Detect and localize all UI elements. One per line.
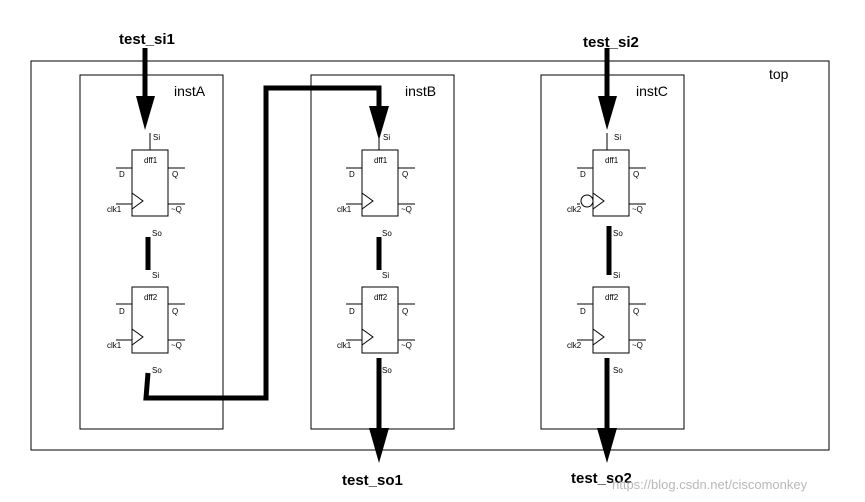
scan-chain-wires — [142, 48, 612, 430]
top-module-label: top — [769, 66, 789, 82]
clock-edge-icon — [592, 192, 605, 210]
pin-q: Q — [402, 170, 408, 179]
pin-so: So — [613, 229, 623, 238]
pin-si: Si — [152, 271, 159, 280]
pin-q: Q — [633, 170, 639, 179]
signal-label-test-so2: test_so2 — [571, 470, 632, 487]
wire-instA-to-instB — [143, 85, 382, 401]
instB-dff2: dff2 Si D Q clk1 ~Q So — [337, 271, 415, 375]
pin-so: So — [382, 366, 392, 375]
clock-edge-icon — [131, 328, 144, 346]
signal-label-test-si2: test_si2 — [583, 34, 639, 51]
pin-qn: ~Q — [632, 341, 643, 350]
clock-edge-icon — [592, 328, 605, 346]
pin-d: D — [580, 307, 586, 316]
pin-clk: clk1 — [107, 341, 122, 350]
pin-si: Si — [614, 133, 621, 142]
pin-so: So — [152, 229, 162, 238]
flip-flop-body — [361, 286, 399, 354]
clock-edge-icon — [361, 328, 374, 346]
clock-edge-icon — [361, 192, 374, 210]
pin-si: Si — [613, 271, 620, 280]
pin-si: Si — [382, 271, 389, 280]
instB-dff1: dff1 Si D Q clk1 ~Q So — [337, 133, 415, 238]
ff-name: dff1 — [605, 156, 619, 165]
pin-clk: clk1 — [337, 205, 352, 214]
top-module-box — [30, 60, 830, 451]
ff-name: dff1 — [144, 156, 158, 165]
pin-clk: clk2 — [567, 205, 582, 214]
instance-label-instB: instB — [405, 83, 436, 99]
pin-d: D — [349, 170, 355, 179]
pin-clk: clk2 — [567, 341, 582, 350]
pin-clk: clk1 — [107, 205, 122, 214]
inversion-bubble-icon — [580, 194, 594, 208]
instA-dff1: dff1 Si D Q clk1 ~Q So — [107, 133, 185, 238]
instance-label-instA: instA — [174, 83, 206, 99]
instance-box-instB — [310, 74, 455, 430]
signal-label-test-so1: test_so1 — [342, 472, 403, 489]
instance-label-instC: instC — [636, 83, 668, 99]
arrow-down-icon — [598, 96, 617, 130]
ff-name: dff2 — [144, 293, 158, 302]
arrow-down-icon — [597, 428, 617, 463]
flip-flop-body — [592, 286, 630, 354]
pin-d: D — [580, 170, 586, 179]
pin-so: So — [152, 366, 162, 375]
pin-d: D — [119, 170, 125, 179]
pin-qn: ~Q — [401, 205, 412, 214]
pin-so: So — [613, 366, 623, 375]
pin-qn: ~Q — [401, 341, 412, 350]
flip-flop-body — [131, 286, 169, 354]
instA-dff2: dff2 Si D Q clk1 ~Q So — [107, 271, 185, 375]
arrow-down-icon — [369, 428, 389, 463]
arrow-down-icon — [369, 106, 389, 140]
pin-so: So — [382, 229, 392, 238]
pin-qn: ~Q — [171, 341, 182, 350]
pin-d: D — [119, 307, 125, 316]
instC-dff1: dff1 Si D Q clk2 ~Q So — [567, 133, 646, 238]
signal-label-test-si1: test_si1 — [119, 31, 175, 48]
ff-name: dff2 — [605, 293, 619, 302]
ff-name: dff2 — [374, 293, 388, 302]
watermark-text: https://blog.csdn.net/ciscomonkey — [612, 477, 808, 492]
pin-clk: clk1 — [337, 341, 352, 350]
pin-q: Q — [633, 307, 639, 316]
instance-box-instC — [540, 74, 685, 430]
pin-qn: ~Q — [171, 205, 182, 214]
ff-name: dff1 — [374, 156, 388, 165]
pin-qn: ~Q — [632, 205, 643, 214]
clock-edge-icon — [131, 192, 144, 210]
pin-si: Si — [153, 133, 160, 142]
pin-d: D — [349, 307, 355, 316]
pin-si: Si — [383, 133, 390, 142]
instance-box-instA — [79, 74, 224, 430]
pin-q: Q — [172, 170, 178, 179]
pin-q: Q — [402, 307, 408, 316]
pin-q: Q — [172, 307, 178, 316]
arrow-down-icon — [136, 96, 155, 130]
instC-dff2: dff2 Si D Q clk2 ~Q So — [567, 271, 646, 375]
